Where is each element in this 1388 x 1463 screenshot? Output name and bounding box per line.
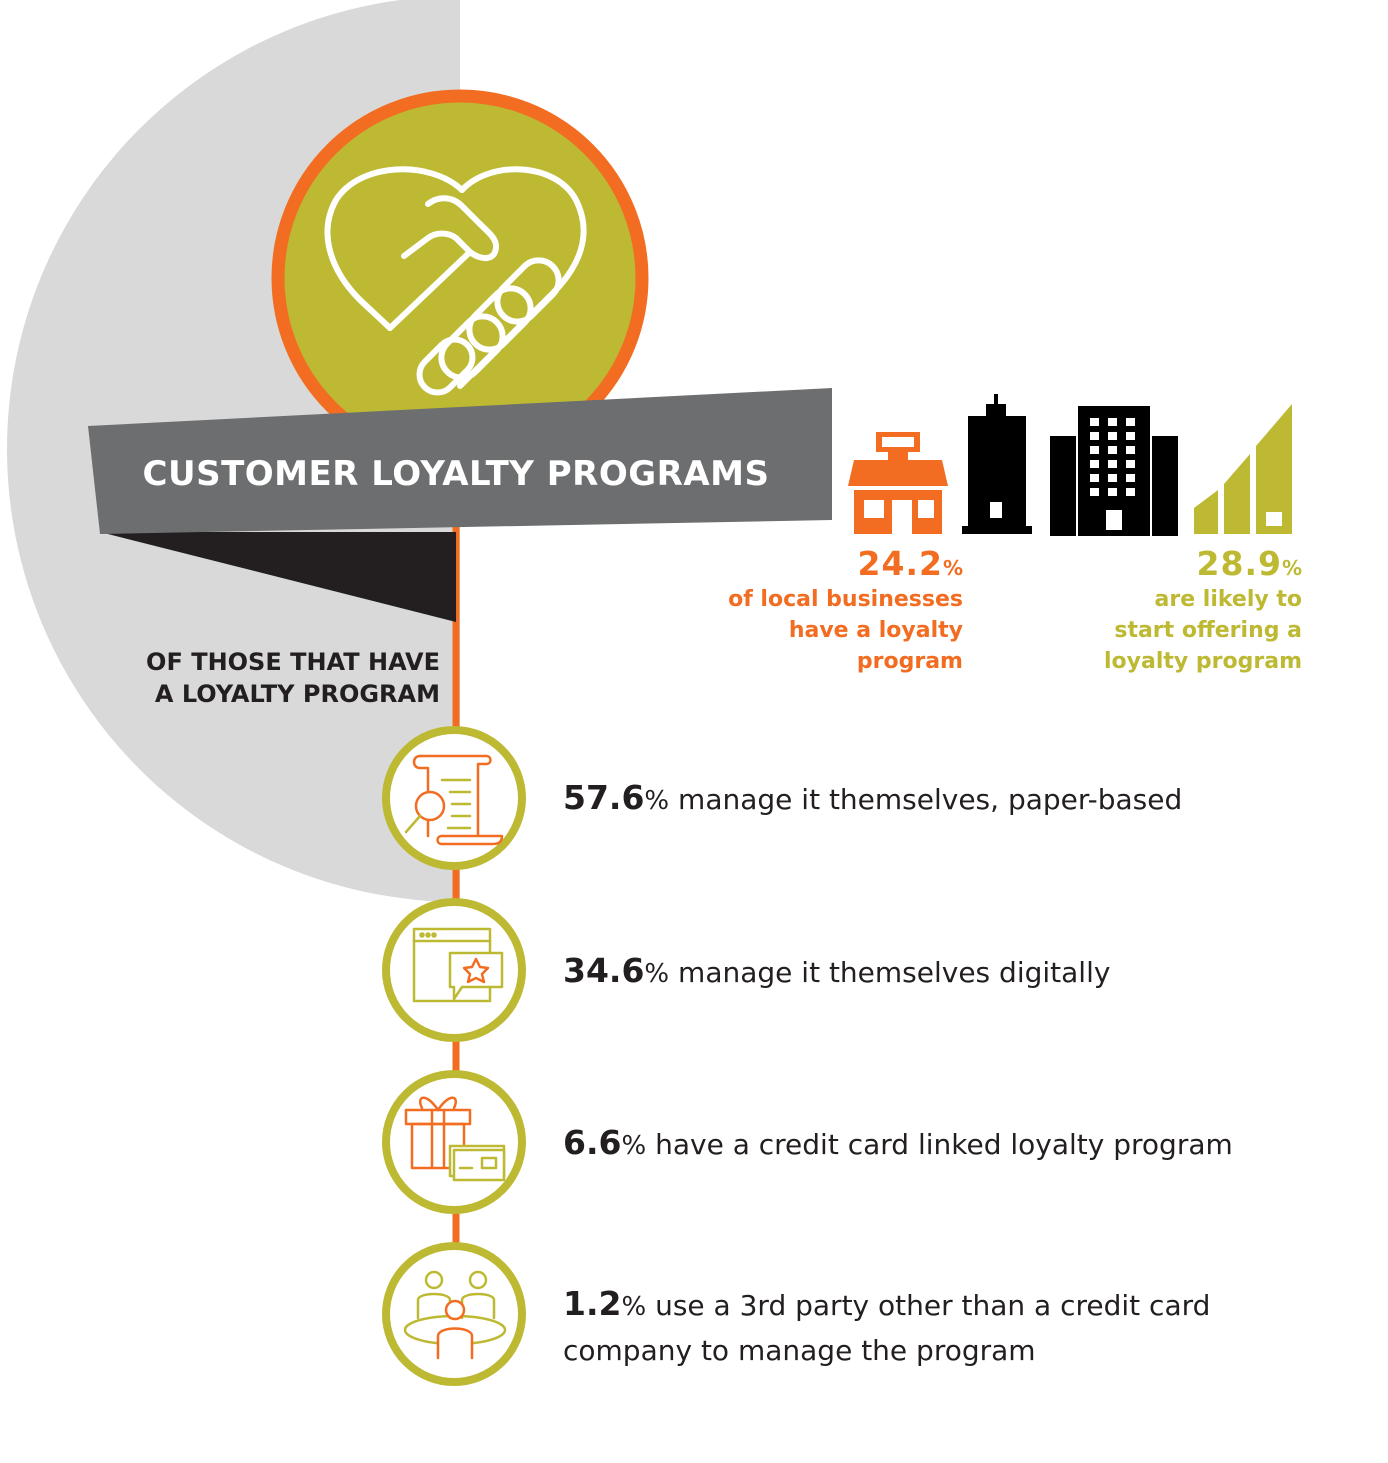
building-window [1126, 460, 1135, 468]
stat-desc-line: of local businesses [728, 587, 963, 612]
title-banner [88, 388, 832, 534]
building-window [1090, 418, 1099, 426]
item-unit: % [644, 786, 670, 816]
stat-unit: % [942, 556, 963, 580]
stat-unit: % [1281, 556, 1302, 580]
stat-local-businesses: 24.2% of local businesses have a loyalty… [700, 544, 963, 677]
list-item-digital: 34.6% manage it themselves digitally [563, 949, 1343, 996]
item-desc: have a credit card linked loyalty progra… [655, 1128, 1233, 1161]
building-window [1126, 432, 1135, 440]
item-unit: % [621, 1292, 647, 1322]
skyscraper-icon [962, 394, 1032, 534]
item-desc: manage it themselves, paper-based [678, 783, 1183, 816]
building-window [1108, 418, 1117, 426]
building-window [1090, 432, 1099, 440]
bar-growth-icon [1194, 404, 1292, 534]
list-item-paper-based: 57.6% manage it themselves, paper-based [563, 776, 1343, 823]
stat-desc-line: program [856, 649, 963, 674]
office-building-icon [1050, 406, 1178, 536]
item-unit: % [621, 1131, 647, 1161]
item-desc: use a 3rd party other than a credit card [655, 1289, 1211, 1322]
building-window [1126, 446, 1135, 454]
item-value: 1.2 [563, 1284, 622, 1323]
building-window [1126, 488, 1135, 496]
item-desc: company to manage the program [563, 1334, 1036, 1367]
building-window [1126, 418, 1135, 426]
building-window [1090, 460, 1099, 468]
stat-value: 24.2 [857, 544, 943, 583]
subheading-line: A LOYALTY PROGRAM [154, 680, 440, 708]
banner-shadow [100, 532, 456, 622]
stat-desc-line: loyalty program [1104, 649, 1302, 674]
building-window [1090, 446, 1099, 454]
item-value: 57.6 [563, 778, 645, 817]
building-window [1090, 474, 1099, 482]
section-subheading: OF THOSE THAT HAVE A LOYALTY PROGRAM [60, 646, 440, 710]
stat-likely-to-start: 28.9% are likely to start offering a loy… [1040, 544, 1302, 677]
page-title: CUSTOMER LOYALTY PROGRAMS [142, 454, 770, 494]
building-window [1108, 460, 1117, 468]
item-unit: % [644, 959, 670, 989]
handshake-heart-icon [324, 166, 587, 396]
item-value: 6.6 [563, 1123, 622, 1162]
storefront-icon [848, 432, 948, 534]
paper-scroll-magnifier-icon [404, 754, 504, 846]
item-value: 34.6 [563, 951, 645, 990]
browser-star-message-icon [412, 927, 504, 1003]
gift-credit-card-icon [404, 1096, 506, 1182]
item-desc: manage it themselves digitally [678, 956, 1111, 989]
stat-desc-line: are likely to [1154, 587, 1303, 612]
building-window [1108, 474, 1117, 482]
building-window [1108, 432, 1117, 440]
building-window [1090, 488, 1099, 496]
subheading-line: OF THOSE THAT HAVE [146, 648, 440, 676]
building-window [1108, 488, 1117, 496]
list-item-credit-card: 6.6% have a credit card linked loyalty p… [563, 1121, 1343, 1168]
people-meeting-table-icon [403, 1270, 507, 1360]
list-item-third-party: 1.2% use a 3rd party other than a credit… [563, 1282, 1343, 1372]
stat-value: 28.9 [1196, 544, 1282, 583]
building-window [1108, 446, 1117, 454]
stat-desc-line: have a loyalty [788, 618, 963, 643]
building-window [1126, 474, 1135, 482]
building-door [1106, 510, 1122, 530]
stat-desc-line: start offering a [1114, 618, 1302, 643]
